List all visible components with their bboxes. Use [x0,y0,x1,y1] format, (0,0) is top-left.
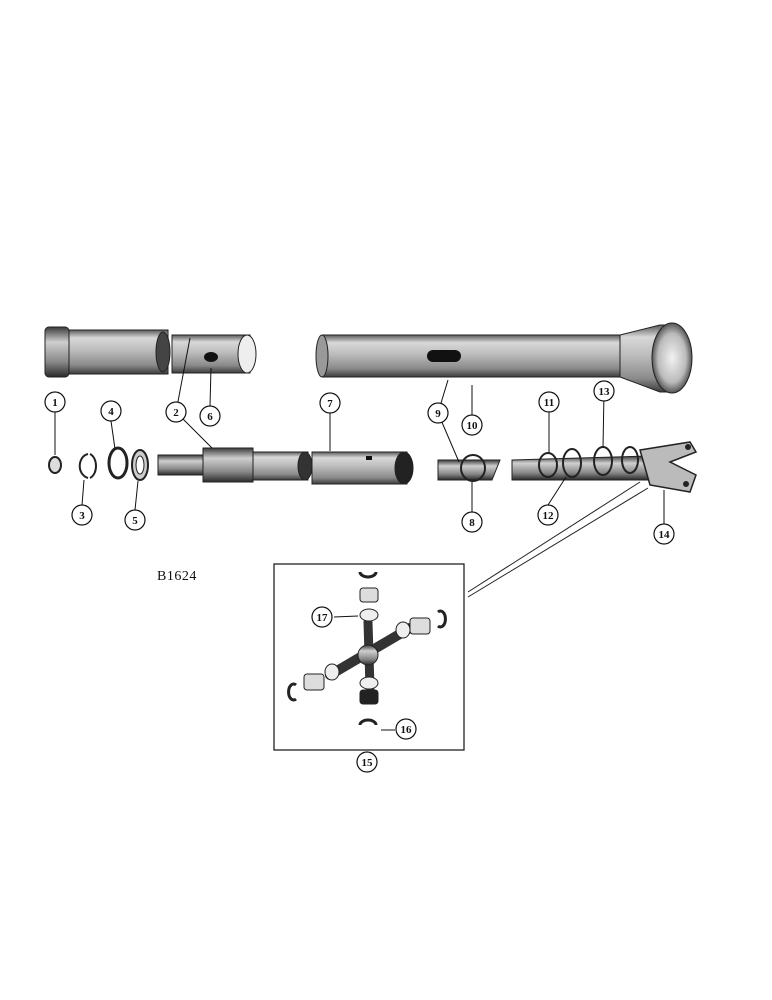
callout-15: 15 [356,751,378,773]
callout-14: 14 [653,523,675,545]
callout-11: 11 [538,391,560,413]
retaining-clips [287,571,447,726]
callout-7: 7 [319,392,341,414]
callout-label-3: 3 [79,510,85,522]
yoke-part [639,441,698,493]
callout-label-14: 14 [659,529,671,541]
shield-ring [460,454,486,482]
callout-label-13: 13 [599,386,611,398]
callout-label-5: 5 [132,515,138,527]
square-shaft-left [437,459,501,481]
callout-label-4: 4 [108,406,114,418]
callout-6: 6 [199,405,221,427]
figure-code: B1624 [157,569,197,584]
callout-label-11: 11 [544,397,554,409]
outer-guard-tube-long [315,322,693,394]
callout-label-10: 10 [467,420,479,432]
callout-13: 13 [593,380,615,402]
ring-part [107,446,129,480]
callout-1: 1 [44,391,66,413]
bearing-cups [303,587,431,705]
callout-16: 16 [395,718,417,740]
callout-10: 10 [461,414,483,436]
callout-9: 9 [427,402,449,424]
callout-4: 4 [100,400,122,422]
callout-3: 3 [71,504,93,526]
callout-2: 2 [165,401,187,423]
callout-label-7: 7 [327,398,333,410]
callout-12: 12 [537,504,559,526]
inner-shaft [157,447,313,483]
callout-label-6: 6 [207,411,213,423]
callout-label-12: 12 [543,510,555,522]
callout-label-1: 1 [52,397,58,409]
callout-17: 17 [311,606,333,628]
callout-label-8: 8 [469,517,475,529]
washer-part [48,456,62,474]
callout-label-17: 17 [317,612,329,624]
callout-label-9: 9 [435,408,441,420]
snap-ring-part [78,453,97,479]
bearing-part [131,449,149,481]
inner-tube-part [311,451,414,485]
callout-label-2: 2 [173,407,179,419]
callout-label-16: 16 [401,724,413,736]
outer-guard-tube-left [44,326,171,378]
callout-label-15: 15 [362,757,374,769]
callout-5: 5 [124,509,146,531]
callout-8: 8 [461,511,483,533]
